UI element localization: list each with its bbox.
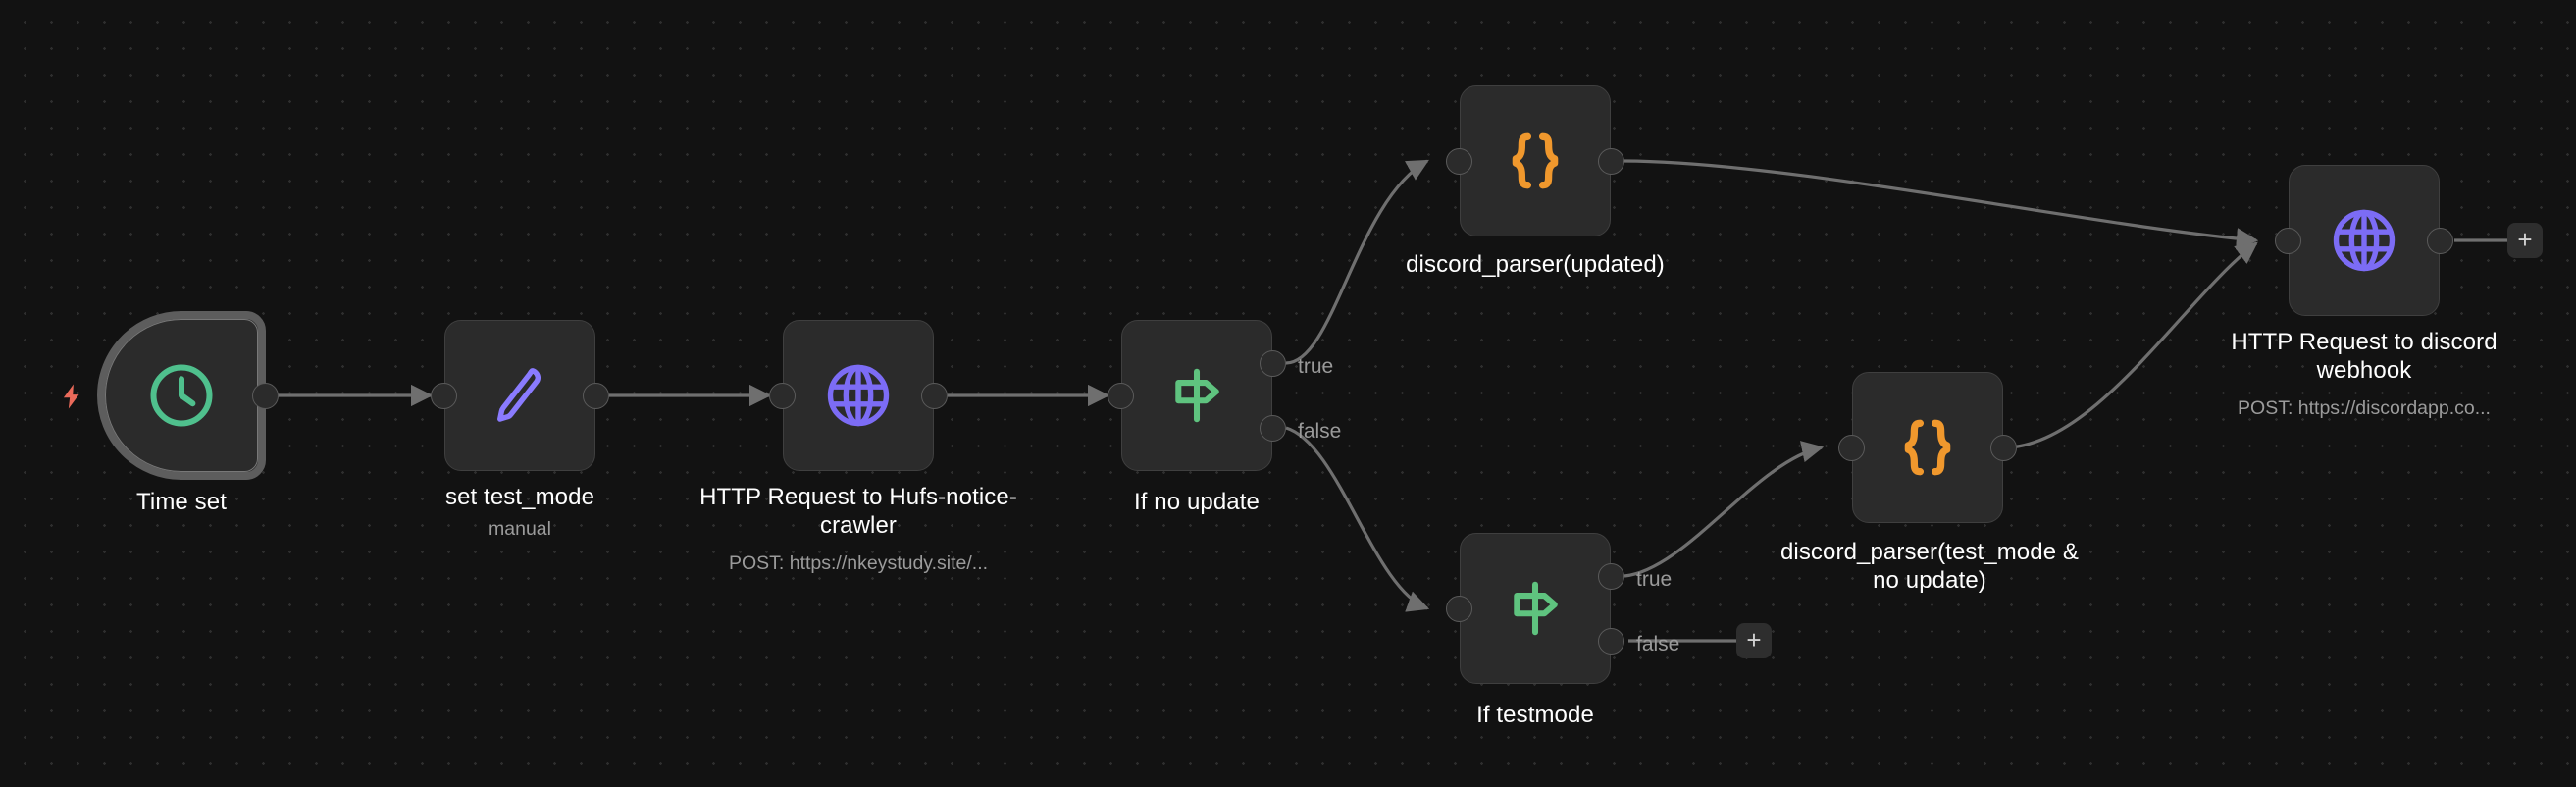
node-discord-parser-updated-output-port[interactable] xyxy=(1598,148,1624,175)
node-if-no-update-true-label: true xyxy=(1298,355,1334,378)
node-set-test-mode-label: set test_mode xyxy=(444,484,595,510)
node-if-no-update-input-port[interactable] xyxy=(1108,383,1134,409)
node-http-request-discord-input-port[interactable] xyxy=(2275,228,2301,254)
node-time-set-label: Time set xyxy=(136,489,227,515)
node-discord-parser-testmode[interactable] xyxy=(1838,372,2017,523)
node-http-request-hufs-subtitle: POST: https://nkeystudy.site/... xyxy=(728,552,989,574)
node-http-request-discord-body[interactable] xyxy=(2289,165,2440,316)
node-discord-parser-testmode-output-port[interactable] xyxy=(1990,435,2017,461)
edge-parserupdated-to-httpdiscord xyxy=(1623,159,2259,250)
node-set-test-mode-output-port[interactable] xyxy=(583,383,609,409)
node-if-testmode-output-false-port[interactable] xyxy=(1598,628,1624,655)
node-http-request-hufs-input-port[interactable] xyxy=(769,383,796,409)
edge-ifnoupdate-false-to-iftestmode xyxy=(1285,426,1430,612)
node-time-set-output-port[interactable] xyxy=(252,383,279,409)
clock-icon xyxy=(150,364,213,427)
node-discord-parser-updated[interactable] xyxy=(1446,85,1624,236)
node-discord-parser-updated-input-port[interactable] xyxy=(1446,148,1472,175)
node-time-set[interactable] xyxy=(97,311,279,480)
node-discord-parser-updated-label: discord_parser(updated) xyxy=(1406,251,1665,278)
node-http-request-discord-label: HTTP Request to discord webhook xyxy=(2231,329,2498,385)
node-set-test-mode[interactable] xyxy=(431,320,609,471)
node-time-set-body[interactable] xyxy=(97,311,266,480)
plus-icon: + xyxy=(1746,624,1762,655)
node-discord-parser-testmode-label: discord_parser(test_mode & no update) xyxy=(1779,539,2080,595)
globe-icon xyxy=(2333,209,2396,272)
node-discord-parser-updated-body[interactable] xyxy=(1460,85,1611,236)
node-if-testmode-input-port[interactable] xyxy=(1446,596,1472,622)
add-node-button-after-if-testmode-false[interactable]: + xyxy=(1736,623,1772,658)
node-http-request-hufs-output-port[interactable] xyxy=(921,383,948,409)
node-if-testmode-body[interactable] xyxy=(1460,533,1611,684)
node-http-request-hufs-body[interactable] xyxy=(783,320,934,471)
signpost-icon xyxy=(1175,368,1219,423)
signpost-icon xyxy=(1514,581,1558,636)
node-http-request-hufs-label: HTTP Request to Hufs-notice-crawler xyxy=(699,484,1017,540)
node-set-test-mode-subtitle: manual xyxy=(489,518,551,540)
lightning-bolt-icon xyxy=(57,380,86,413)
node-http-request-discord[interactable] xyxy=(2275,165,2453,316)
node-if-testmode-output-true-port[interactable] xyxy=(1598,563,1624,590)
node-if-testmode-true-label: true xyxy=(1636,568,1673,591)
node-set-test-mode-body[interactable] xyxy=(444,320,595,471)
node-if-testmode-label: If testmode xyxy=(1476,702,1594,728)
node-set-test-mode-input-port[interactable] xyxy=(431,383,457,409)
node-discord-parser-testmode-body[interactable] xyxy=(1852,372,2003,523)
curly-braces-icon xyxy=(1512,132,1559,189)
add-node-button-after-discord-webhook[interactable]: + xyxy=(2507,223,2543,258)
node-if-no-update-output-false-port[interactable] xyxy=(1260,415,1286,442)
pencil-icon xyxy=(497,368,541,422)
node-http-request-hufs[interactable] xyxy=(769,320,948,471)
node-if-no-update-output-true-port[interactable] xyxy=(1260,350,1286,377)
node-http-request-discord-output-port[interactable] xyxy=(2427,228,2453,254)
node-http-request-discord-subtitle: POST: https://discordapp.co... xyxy=(2238,397,2491,419)
globe-icon xyxy=(827,364,890,427)
node-if-no-update-label: If no update xyxy=(1134,489,1260,515)
node-if-no-update-false-label: false xyxy=(1298,420,1342,443)
node-discord-parser-testmode-input-port[interactable] xyxy=(1838,435,1865,461)
curly-braces-icon xyxy=(1904,419,1951,476)
node-if-testmode-false-label: false xyxy=(1636,633,1680,656)
node-if-no-update[interactable]: true false xyxy=(1108,320,1341,471)
node-if-testmode[interactable]: true false xyxy=(1446,533,1679,684)
plus-icon: + xyxy=(2517,224,2533,254)
node-if-no-update-body[interactable] xyxy=(1121,320,1272,471)
